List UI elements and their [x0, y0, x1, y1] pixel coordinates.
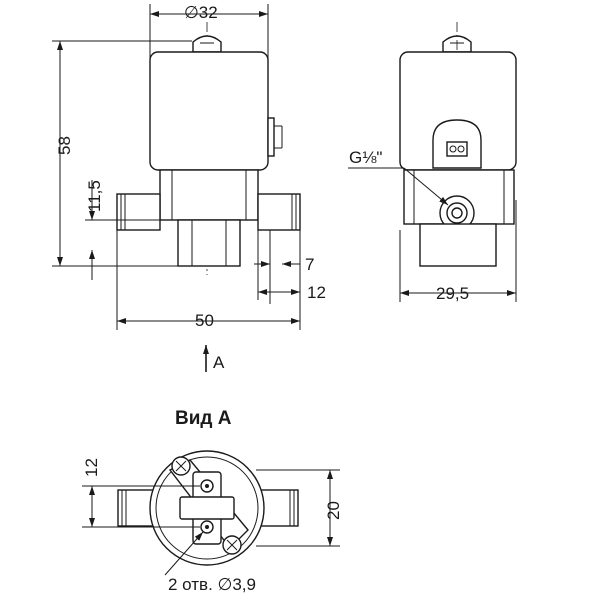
dim-12: 12 — [82, 458, 101, 477]
bottom-flange — [177, 219, 241, 267]
screw-cross — [175, 460, 187, 472]
hole-center — [205, 525, 209, 529]
screw-cross — [226, 539, 238, 551]
hole-center — [205, 484, 209, 488]
valve-body — [159, 169, 259, 221]
holes-note: 2 отв. ∅3,9 — [168, 575, 256, 594]
socket-pin — [449, 145, 457, 153]
central-bar — [179, 496, 235, 520]
dim-width-50: 50 — [195, 311, 214, 330]
view-a: Вид А 12 20 — [82, 408, 343, 594]
inlet-port — [116, 193, 161, 231]
dim-12: 12 — [307, 283, 326, 302]
connector-socket — [446, 141, 468, 157]
dim-diameter-32: ∅32 — [184, 3, 218, 22]
socket-pin — [457, 145, 465, 153]
port-bore — [451, 207, 463, 219]
top-screw — [192, 35, 222, 53]
connector-pin — [267, 117, 275, 157]
view-a-title: Вид А — [175, 408, 232, 429]
dim-20: 20 — [324, 501, 343, 520]
body-outline — [155, 456, 259, 560]
bottom-flange — [419, 223, 497, 267]
dim-7: 7 — [305, 255, 314, 274]
leader-line — [164, 531, 204, 576]
dim-height-58: 58 — [55, 136, 74, 155]
front-view: ∅32 58 — [52, 3, 326, 372]
outlet-port — [257, 193, 301, 231]
leader-line — [403, 167, 449, 206]
thread-label: G⅛" — [349, 148, 382, 167]
coil-body — [149, 51, 269, 171]
dim-width-29-5: 29,5 — [436, 284, 469, 303]
view-arrow-label: A — [213, 353, 225, 372]
side-view: G⅛" 29,5 — [348, 22, 517, 303]
dim-port-height: 11,5 — [85, 180, 104, 212]
